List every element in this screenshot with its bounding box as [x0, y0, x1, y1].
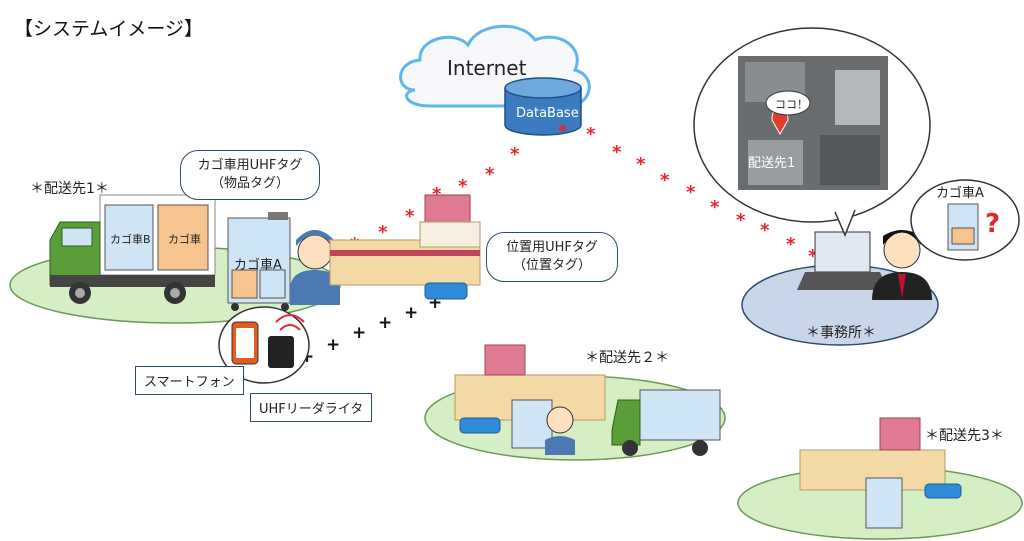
svg-text:*: *: [710, 197, 720, 218]
svg-text:+: +: [404, 303, 418, 323]
site2-label: ＊配送先２＊: [585, 350, 669, 366]
smartphone-label: スマートフォン: [135, 366, 244, 395]
svg-text:*: *: [458, 176, 468, 197]
worker-site1: [290, 230, 340, 305]
svg-text:*: *: [786, 234, 796, 255]
svg-text:+: +: [352, 323, 366, 343]
svg-text:+: +: [326, 335, 340, 355]
cart-tag-line2: （物品タグ）: [210, 176, 289, 191]
office-manager: [872, 230, 932, 300]
cart-tag-line1: カゴ車用UHFタグ: [197, 158, 303, 173]
database-label: DataBase: [516, 106, 579, 121]
office-label: ＊事務所＊: [806, 325, 876, 341]
cart-b-label: カゴ車B: [110, 233, 151, 246]
svg-text:*: *: [510, 144, 520, 165]
site1-label: ＊配送先1＊: [30, 181, 109, 197]
svg-text:*: *: [636, 154, 646, 175]
warehouse-site3: [799, 417, 962, 529]
truck-site1: [49, 194, 216, 304]
internet-label: Internet: [447, 56, 527, 80]
position-tag-line1: 位置用UHFタグ: [506, 240, 598, 255]
cart-a-bubble-label: カゴ車A: [936, 186, 984, 201]
site3-label: ＊配送先3＊: [925, 428, 1004, 444]
map-speech-text: ココ！: [775, 98, 808, 111]
database-icon: [504, 77, 582, 136]
position-tag-callout: 位置用UHFタグ （位置タグ）: [486, 232, 618, 282]
cart-tag-callout: カゴ車用UHFタグ （物品タグ）: [180, 150, 320, 200]
svg-text:+: +: [378, 313, 392, 333]
cart-a-label: カゴ車A: [234, 258, 282, 273]
svg-text:*: *: [612, 142, 622, 163]
svg-text:*: *: [736, 210, 746, 231]
svg-text:*: *: [686, 182, 696, 203]
svg-text:*: *: [485, 164, 495, 185]
reader-label: UHFリーダライタ: [250, 393, 373, 422]
cart-question-bubble: ?: [910, 179, 1020, 261]
map-speech-bubble: [765, 90, 811, 116]
position-tag-line2: （位置タグ）: [512, 258, 591, 273]
position-tag-site1: [424, 282, 468, 300]
device-bubble: [218, 306, 310, 384]
svg-text:*: *: [808, 246, 818, 267]
map-thought-bubble: [693, 27, 931, 237]
map-pin-label: 配送先1: [748, 156, 796, 171]
cart-a: [227, 212, 291, 311]
svg-text:*: *: [660, 170, 670, 191]
svg-text:*: *: [760, 220, 770, 241]
cart-label: カゴ車: [168, 233, 201, 246]
truck-site2: [611, 389, 721, 456]
svg-text:*: *: [405, 206, 415, 227]
svg-text:?: ?: [985, 209, 1000, 239]
page-title: 【システムイメージ】: [14, 18, 204, 40]
svg-text:*: *: [378, 222, 388, 243]
office-laptop: [797, 231, 888, 290]
svg-text:*: *: [558, 121, 568, 142]
svg-text:*: *: [586, 124, 596, 145]
warehouse-site1: [329, 194, 481, 286]
cart-site2: [511, 399, 575, 455]
